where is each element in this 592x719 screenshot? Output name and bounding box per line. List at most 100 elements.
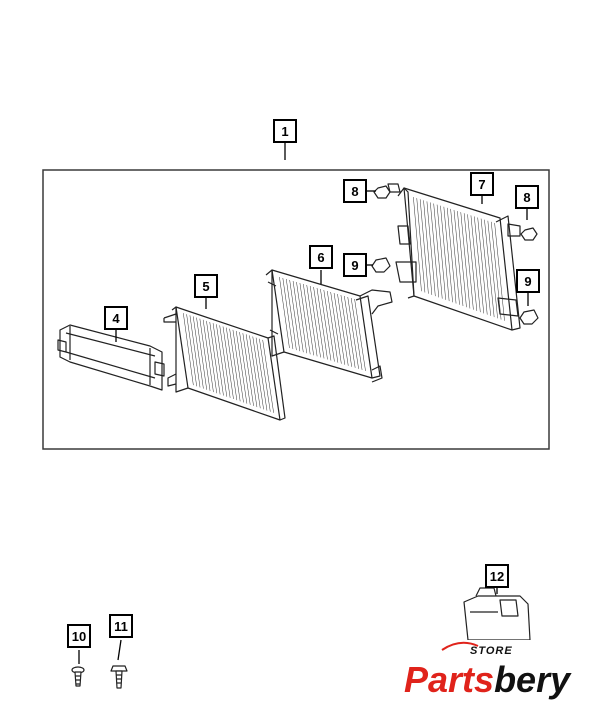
core-fin-line xyxy=(443,206,453,303)
core-fin-line xyxy=(239,332,251,405)
core-fin-line xyxy=(494,222,505,321)
svg-text:9: 9 xyxy=(524,274,531,289)
callout-8a[interactable]: 8 xyxy=(343,179,376,203)
callout-12[interactable]: 12 xyxy=(485,564,509,594)
svg-text:4: 4 xyxy=(112,311,120,326)
core-fin-line xyxy=(259,338,271,412)
core-fin-line xyxy=(222,326,234,400)
core-fin-line xyxy=(477,217,488,315)
core-fin-line xyxy=(490,221,502,320)
core-fin-line xyxy=(457,211,467,308)
core-fin-line xyxy=(306,284,318,357)
core-fin-line xyxy=(344,295,356,368)
core-fin-line xyxy=(192,316,204,389)
svg-text:9: 9 xyxy=(351,258,358,273)
core-fin-line xyxy=(446,207,457,304)
logo-brand-part2: bery xyxy=(494,659,572,700)
callout-9b[interactable]: 9 xyxy=(516,269,540,306)
callout-7[interactable]: 7 xyxy=(470,172,494,204)
svg-text:8: 8 xyxy=(523,190,530,205)
core-fin-line xyxy=(484,219,495,318)
core-fin-line xyxy=(296,281,307,354)
core-fin-line xyxy=(440,205,450,302)
core-fin-line xyxy=(286,278,297,351)
part-10-screw[interactable] xyxy=(71,666,85,687)
core-fin-line xyxy=(323,289,335,362)
svg-text:Partsbery: Partsbery xyxy=(404,659,572,700)
core-fin-line xyxy=(340,294,352,367)
part-8-clip-b[interactable] xyxy=(520,227,538,241)
part-9-clip-b[interactable] xyxy=(519,309,539,325)
callout-9a[interactable]: 9 xyxy=(343,253,373,277)
core-fin-line xyxy=(474,216,485,314)
core-fin-line xyxy=(487,220,498,319)
core-fin-line xyxy=(470,215,481,313)
core-fin-line xyxy=(416,198,426,293)
callout-8b[interactable]: 8 xyxy=(515,185,539,220)
core-fin-line xyxy=(419,199,429,294)
svg-text:8: 8 xyxy=(351,184,358,199)
core-fin-line xyxy=(467,214,478,311)
callout-1[interactable]: 1 xyxy=(273,119,297,160)
core-fin-line xyxy=(229,328,241,402)
core-fin-line xyxy=(292,280,304,353)
core-fin-line xyxy=(199,318,211,391)
svg-text:1: 1 xyxy=(281,124,288,139)
core-fin-line xyxy=(209,322,221,395)
core-fin-line xyxy=(282,277,294,350)
callout-11[interactable]: 11 xyxy=(109,614,133,661)
core-fin-line xyxy=(245,334,258,408)
core-fin-line xyxy=(313,286,325,359)
core-fin-line xyxy=(202,319,214,393)
core-fin-line xyxy=(436,204,446,300)
core-fin-line xyxy=(189,315,201,388)
core-fin-line xyxy=(299,282,311,355)
core-fin-line xyxy=(219,325,231,398)
core-fin-line xyxy=(316,287,328,360)
core-fin-line xyxy=(232,329,244,403)
core-fin-line xyxy=(480,218,491,316)
logo-swoosh xyxy=(441,641,479,651)
core-fin-line xyxy=(249,335,261,409)
core-fin-line xyxy=(235,330,248,404)
svg-text:10: 10 xyxy=(72,629,86,644)
part-8-clip-a[interactable] xyxy=(373,185,391,199)
svg-text:STORE: STORE xyxy=(470,645,513,657)
core-fin-line xyxy=(327,290,339,363)
core-fin-line xyxy=(350,297,363,370)
callout-4[interactable]: 4 xyxy=(104,306,128,342)
core-fin-line xyxy=(242,333,254,406)
part-4-bracket[interactable] xyxy=(57,324,165,391)
core-fin-line xyxy=(413,197,422,292)
core-fin-line xyxy=(460,212,471,309)
core-fin-line xyxy=(463,213,474,310)
core-fin-line xyxy=(186,314,197,387)
core-fin-line xyxy=(330,291,342,364)
part-9-clip-a[interactable] xyxy=(371,257,391,273)
partsbery-logo: STORE Partsbery xyxy=(394,640,584,710)
core-fin-line xyxy=(252,336,264,410)
part-7-radiator[interactable] xyxy=(387,183,521,331)
svg-text:12: 12 xyxy=(490,569,504,584)
core-fin-line xyxy=(255,337,268,411)
core-fin-line xyxy=(337,293,349,366)
core-fin-line xyxy=(262,339,274,413)
svg-text:5: 5 xyxy=(202,279,209,294)
core-fin-line xyxy=(423,200,433,295)
core-fin-line xyxy=(354,298,366,371)
svg-text:7: 7 xyxy=(478,177,485,192)
part-11-bolt[interactable] xyxy=(110,665,128,689)
core-fin-line xyxy=(430,202,440,298)
core-fin-line xyxy=(279,276,290,349)
callout-5[interactable]: 5 xyxy=(194,274,218,309)
core-fin-line xyxy=(347,296,359,369)
part-5-condenser[interactable] xyxy=(163,306,286,421)
callout-10[interactable]: 10 xyxy=(67,624,91,664)
core-fin-line xyxy=(309,285,321,358)
core-fin-line xyxy=(426,201,436,297)
callout-6[interactable]: 6 xyxy=(309,245,333,284)
part-6-cooler[interactable] xyxy=(265,269,393,383)
part-12-tank[interactable] xyxy=(463,587,531,641)
svg-text:6: 6 xyxy=(317,250,324,265)
core-fin-line xyxy=(183,313,194,386)
